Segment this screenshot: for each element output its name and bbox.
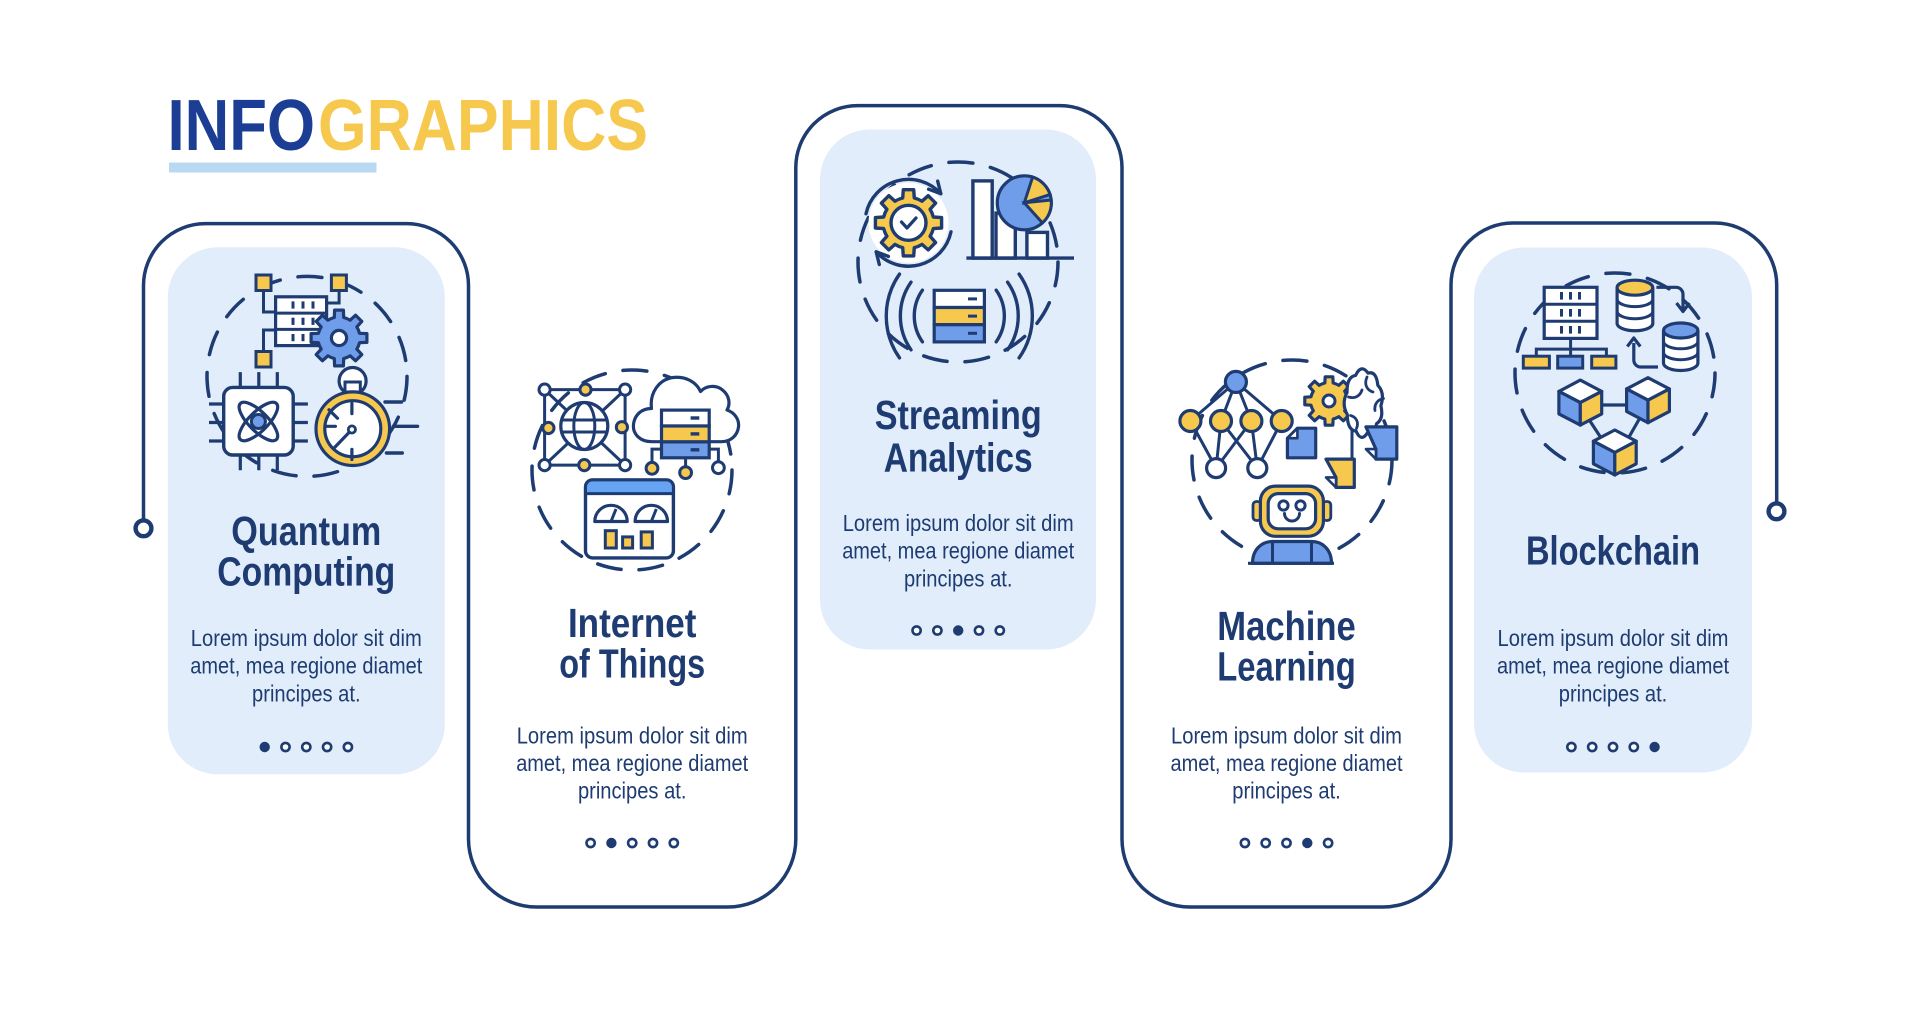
svg-text:amet, mea regione diamet: amet, mea regione diamet	[1171, 750, 1403, 776]
svg-text:Lorem ipsum dolor sit dim: Lorem ipsum dolor sit dim	[517, 722, 748, 748]
svg-text:Lorem ipsum dolor sit dim: Lorem ipsum dolor sit dim	[191, 625, 422, 651]
svg-text:principes at.: principes at.	[904, 565, 1013, 591]
svg-text:amet, mea regione diamet: amet, mea regione diamet	[516, 750, 748, 776]
svg-text:principes at.: principes at.	[1559, 680, 1668, 706]
svg-text:Learning: Learning	[1217, 644, 1356, 690]
svg-text:principes at.: principes at.	[252, 680, 361, 706]
svg-text:Analytics: Analytics	[884, 435, 1033, 481]
svg-text:Computing: Computing	[217, 549, 395, 595]
svg-text:Internet: Internet	[568, 600, 697, 646]
svg-text:principes at.: principes at.	[1232, 778, 1341, 804]
svg-text:Lorem ipsum dolor sit dim: Lorem ipsum dolor sit dim	[1171, 722, 1402, 748]
svg-text:of Things: of Things	[559, 641, 705, 687]
svg-text:principes at.: principes at.	[578, 778, 687, 804]
svg-text:Machine: Machine	[1217, 603, 1356, 649]
svg-text:INFO: INFO	[168, 86, 316, 166]
svg-text:Lorem ipsum dolor sit dim: Lorem ipsum dolor sit dim	[1498, 625, 1729, 651]
svg-text:amet, mea regione diamet: amet, mea regione diamet	[190, 653, 422, 679]
svg-text:Streaming: Streaming	[875, 392, 1042, 438]
svg-text:Blockchain: Blockchain	[1526, 528, 1700, 574]
svg-text:Quantum: Quantum	[231, 508, 381, 554]
svg-text:amet, mea regione diamet: amet, mea regione diamet	[842, 538, 1074, 564]
svg-text:GRAPHICS: GRAPHICS	[318, 86, 648, 166]
svg-text:amet, mea regione diamet: amet, mea regione diamet	[1497, 653, 1729, 679]
svg-text:Lorem ipsum dolor sit dim: Lorem ipsum dolor sit dim	[843, 510, 1074, 536]
